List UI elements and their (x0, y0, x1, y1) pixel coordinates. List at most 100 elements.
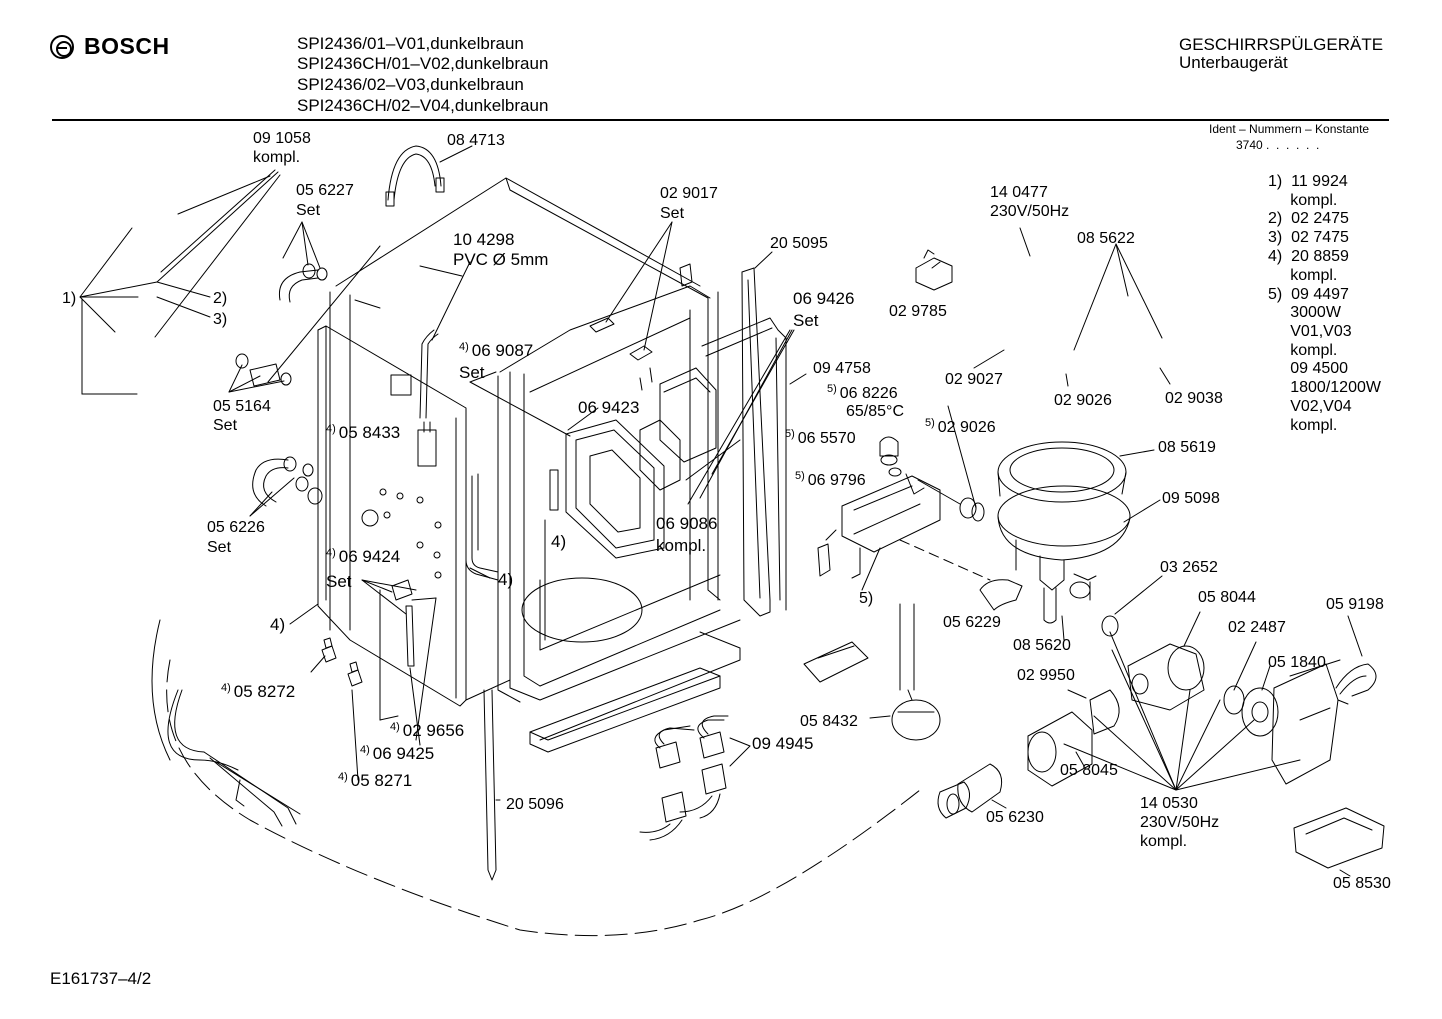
part-label: Set (793, 311, 819, 330)
heater-assembly (818, 406, 990, 590)
part-label: 02 9027 (945, 371, 1003, 388)
part-label: 4)06 9425 (360, 744, 435, 763)
door-frame (470, 330, 794, 558)
part-label: 05 5164 (213, 398, 271, 415)
part-label: 4)06 9424 (326, 547, 401, 566)
category-subtitle: Unterbaugerät (1179, 53, 1288, 72)
part-label: 03 2652 (1160, 559, 1218, 576)
part-label: 05 8045 (1060, 762, 1118, 779)
part-label: 02 2487 (1228, 619, 1286, 636)
side-rail-205096 (484, 690, 500, 880)
pvc-tube (420, 262, 470, 418)
part-label: 02 9038 (1165, 390, 1223, 407)
part-label: Set (660, 205, 685, 222)
part-label: 5)06 9796 (795, 470, 866, 489)
part-label: 09 1058 (253, 130, 311, 147)
mains-cable (152, 620, 300, 826)
part-label: kompl. (656, 536, 707, 555)
connector-058433 (418, 422, 436, 466)
model-line: SPI2436/01–V01,dunkelbraun (297, 34, 524, 53)
bosch-armature-icon (50, 34, 74, 59)
cable-route-dashed (167, 660, 920, 936)
part-label: 02 9026 (1054, 392, 1112, 409)
part-label: 02 9950 (1017, 667, 1075, 684)
part-label: Set (296, 202, 321, 219)
part-label: Set (207, 539, 232, 556)
small-terminals (311, 638, 362, 686)
footnote-line: 3) 02 7475 (1268, 229, 1349, 246)
part-label: 08 5620 (1013, 637, 1071, 654)
header-divider (52, 119, 1389, 121)
part-label: 06 9426 (793, 289, 855, 308)
part-label: 05 6227 (296, 182, 354, 199)
part-label: Set (459, 363, 485, 382)
model-line: SPI2436/02–V03,dunkelbraun (297, 75, 524, 94)
ident-label: Ident – Nummern – Konstante (1209, 122, 1370, 136)
part-label: 4)06 9087 (459, 341, 534, 360)
part-label: 20 5095 (770, 235, 828, 252)
part-label: 08 5622 (1077, 230, 1135, 247)
part-label: PVC Ø 5mm (453, 250, 549, 269)
part-label: 02 9785 (889, 303, 947, 320)
base-plates (530, 632, 740, 752)
footnote-line: 4) 20 8859 (1268, 248, 1349, 265)
part-label: 05 8530 (1333, 875, 1391, 892)
arm-094758 (702, 318, 806, 610)
footnote-line: kompl. (1268, 192, 1338, 209)
part-label: 05 9198 (1326, 596, 1384, 613)
footnote-line: V01,V03 (1268, 323, 1352, 340)
part-label: 09 5098 (1162, 490, 1220, 507)
footnote-line: 09 4500 (1268, 360, 1349, 377)
part-label: 08 4713 (447, 132, 505, 149)
footnote-line: kompl. (1268, 417, 1338, 434)
clips-029017 (590, 222, 692, 390)
part-label: 20 5096 (506, 796, 564, 813)
part-label: 230V/50Hz (1140, 814, 1220, 831)
hose-bracket-part (386, 146, 472, 206)
ref-label: 5) (859, 590, 874, 607)
model-line: SPI2436CH/02–V04,dunkelbraun (297, 96, 549, 115)
part-label: 09 4945 (752, 734, 814, 753)
sensor-029785 (916, 250, 952, 290)
part-label: kompl. (253, 149, 301, 166)
ref-label: 4) (270, 615, 286, 634)
part-label: Set (326, 572, 352, 591)
part-label: 06 9086 (656, 514, 718, 533)
ref-label: 4) (498, 570, 514, 589)
pressure-switch (804, 604, 940, 740)
part-label: 05 6229 (943, 614, 1001, 631)
part-label: 5)02 9026 (925, 417, 996, 436)
pump-assembly (1028, 612, 1384, 876)
brand-name: BOSCH (84, 33, 170, 59)
coupling-056230 (938, 764, 1006, 818)
bracket-069424 (352, 580, 436, 780)
part-label: 5)06 8226 (827, 383, 898, 402)
cable-harness (640, 716, 750, 840)
ref-label: 1) (62, 290, 77, 307)
part-label: 05 8432 (800, 713, 858, 730)
leader-lines-ref1 (80, 170, 280, 394)
part-label: 4)05 8272 (221, 682, 296, 701)
footnote-line: 5) 09 4497 (1268, 286, 1349, 303)
bosch-logo: BOSCH (50, 33, 170, 60)
part-label: 02 9017 (660, 185, 718, 202)
ref-label: 4) (551, 532, 567, 551)
footnote-line: 1) 11 9924 (1268, 173, 1348, 190)
footnote-line: V02,V04 (1268, 398, 1352, 415)
ident-value: 3740 . . . . . . (1236, 138, 1320, 152)
part-label: 65/85°C (846, 403, 904, 420)
pipe-056229 (980, 580, 1022, 610)
part-label: 05 1840 (1268, 654, 1326, 671)
footnote-line: kompl. (1268, 342, 1338, 359)
part-label: 4)02 9656 (390, 721, 465, 740)
part-label: 14 0477 (990, 184, 1048, 201)
part-label: 05 6230 (986, 809, 1044, 826)
part-label: 230V/50Hz (990, 203, 1070, 220)
footnote-line: 1800/1200W (1268, 379, 1381, 396)
part-label: 05 8044 (1198, 589, 1256, 606)
hose-sets (229, 222, 380, 516)
footnote-line: 2) 02 2475 (1268, 210, 1349, 227)
sump-assembly (998, 442, 1162, 640)
side-rail-205095 (742, 252, 772, 616)
